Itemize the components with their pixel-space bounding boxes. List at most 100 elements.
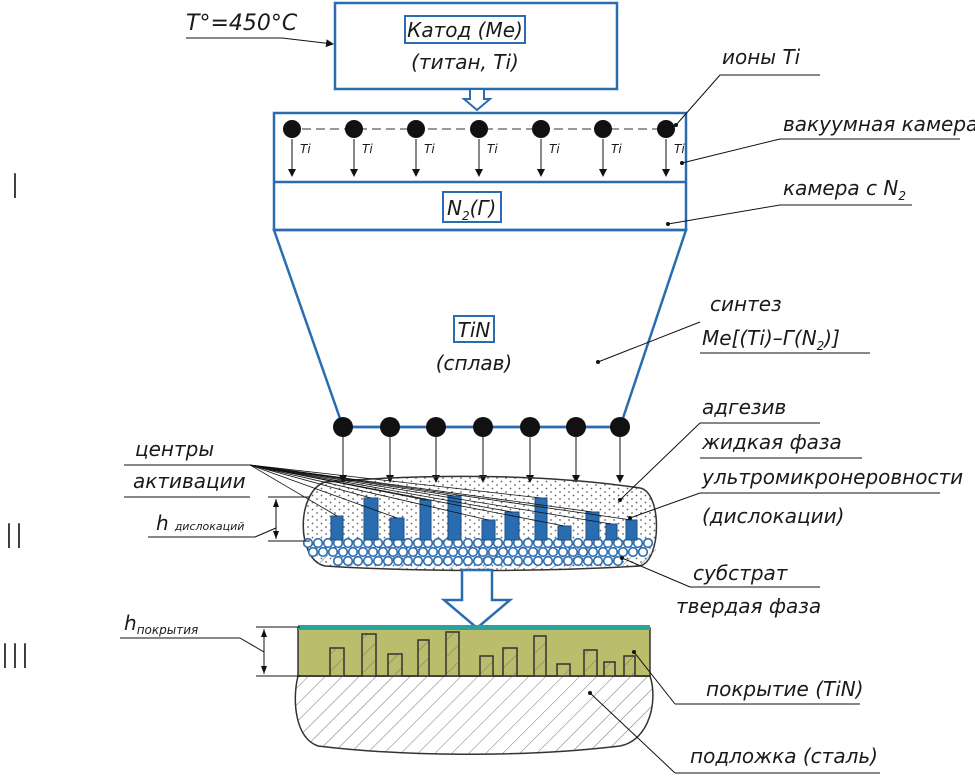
dislocation-pillar bbox=[389, 517, 405, 541]
ion-dot bbox=[283, 120, 301, 138]
grain bbox=[417, 546, 429, 558]
tooth-hatch bbox=[388, 654, 402, 676]
deposition-row bbox=[333, 417, 630, 483]
grain bbox=[367, 546, 379, 558]
ion-label: Ti bbox=[300, 142, 311, 156]
grain bbox=[552, 555, 564, 567]
tooth-hatch bbox=[534, 636, 546, 676]
dislocation-pillar bbox=[557, 525, 572, 541]
grain bbox=[472, 537, 484, 549]
grain bbox=[602, 555, 614, 567]
grain bbox=[412, 537, 424, 549]
grain bbox=[312, 537, 324, 549]
grain bbox=[342, 537, 354, 549]
grain bbox=[442, 555, 454, 567]
grain bbox=[532, 555, 544, 567]
dislocation-pillar bbox=[585, 511, 600, 541]
grain bbox=[572, 555, 584, 567]
grain bbox=[332, 555, 344, 567]
ion-label: Ti bbox=[487, 142, 498, 156]
grain bbox=[642, 537, 654, 549]
dislocation-pillar bbox=[605, 523, 618, 541]
deposit-dot bbox=[610, 417, 630, 437]
activation-leader bbox=[249, 464, 338, 517]
grain bbox=[342, 555, 354, 567]
grain bbox=[302, 537, 314, 549]
grain bbox=[592, 555, 604, 567]
cathode-box: Катод (Me) (титан, Ti) bbox=[333, 1, 619, 91]
grain bbox=[382, 537, 394, 549]
ion-label: Ti bbox=[424, 142, 435, 156]
h-dislocation-dimension bbox=[148, 496, 310, 542]
h-coating-label: hпокрытия bbox=[124, 611, 198, 637]
tooth-hatch bbox=[362, 634, 376, 676]
grain bbox=[337, 546, 349, 558]
grain bbox=[522, 537, 534, 549]
dislocation-pillar bbox=[625, 519, 638, 541]
activation-leader bbox=[249, 464, 513, 513]
coating-label: покрытие (TiN) bbox=[706, 677, 864, 701]
grain bbox=[427, 546, 439, 558]
grain bbox=[482, 555, 494, 567]
grain bbox=[377, 546, 389, 558]
grain bbox=[497, 546, 509, 558]
ion-label: Ti bbox=[674, 142, 685, 156]
grain bbox=[577, 546, 589, 558]
grain bbox=[547, 546, 559, 558]
grain bbox=[402, 537, 414, 549]
grain bbox=[542, 537, 554, 549]
hollow-arrow-icon bbox=[461, 88, 493, 112]
synthesis-formula: Me[(Ti)–Г(N2)] bbox=[702, 326, 840, 353]
h-coating-dimension bbox=[120, 626, 300, 677]
grain bbox=[627, 546, 639, 558]
grain bbox=[587, 546, 599, 558]
alloy-label: (сплав) bbox=[436, 351, 513, 375]
tooth-hatch bbox=[418, 640, 429, 676]
grain bbox=[522, 555, 534, 567]
dislocation-pillars bbox=[330, 495, 638, 541]
synthesis-label: синтез bbox=[710, 292, 782, 316]
grain bbox=[402, 555, 414, 567]
deposit-dot bbox=[520, 417, 540, 437]
grain bbox=[597, 546, 609, 558]
ion-dot bbox=[657, 120, 675, 138]
grain bbox=[447, 546, 459, 558]
grain bbox=[432, 555, 444, 567]
grain bbox=[352, 537, 364, 549]
grain bbox=[567, 546, 579, 558]
ion-dot bbox=[407, 120, 425, 138]
activation-leader bbox=[249, 464, 565, 527]
grain bbox=[512, 555, 524, 567]
grain bbox=[407, 546, 419, 558]
n2-box bbox=[442, 191, 502, 223]
grain bbox=[347, 546, 359, 558]
temperature-label: T°=450°C bbox=[186, 11, 298, 36]
dislocation-pillar bbox=[330, 515, 344, 541]
grain bbox=[607, 546, 619, 558]
grain bbox=[317, 546, 329, 558]
tooth-hatch bbox=[604, 662, 615, 676]
grain bbox=[362, 555, 374, 567]
ultramicro-label: ультромикронеровности bbox=[701, 465, 963, 489]
grain bbox=[412, 555, 424, 567]
grain bbox=[437, 546, 449, 558]
coated-substrate bbox=[294, 625, 654, 755]
grain bbox=[562, 555, 574, 567]
grain bbox=[612, 555, 624, 567]
grain bbox=[472, 555, 484, 567]
ion-dot bbox=[532, 120, 550, 138]
grain bbox=[557, 546, 569, 558]
grain bbox=[357, 546, 369, 558]
activation-leader bbox=[249, 464, 372, 499]
tooth-hatch bbox=[624, 656, 635, 676]
ion-dot bbox=[594, 120, 612, 138]
grain bbox=[452, 555, 464, 567]
activation-leader bbox=[249, 464, 489, 521]
activation-centers-label: центры bbox=[135, 437, 214, 461]
grain bbox=[462, 537, 474, 549]
base-label: подложка (сталь) bbox=[690, 744, 878, 768]
grain bbox=[492, 537, 504, 549]
grain bbox=[612, 537, 624, 549]
grain bbox=[617, 546, 629, 558]
